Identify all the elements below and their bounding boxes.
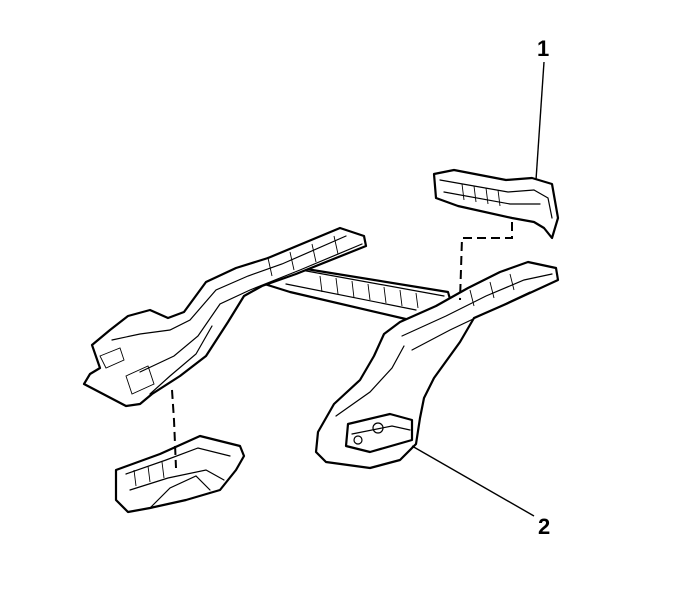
left-frame-rail <box>82 226 368 408</box>
callout-1-leader <box>535 61 545 181</box>
right-frame-rail <box>314 260 560 470</box>
callout-2-leader <box>411 445 535 517</box>
left-rail-end-section <box>114 434 246 514</box>
assembly-lines <box>171 222 513 469</box>
callout-label-1: 1 <box>537 36 550 61</box>
callout-label-2: 2 <box>538 514 551 539</box>
upper-rear-rail-section <box>432 168 560 240</box>
